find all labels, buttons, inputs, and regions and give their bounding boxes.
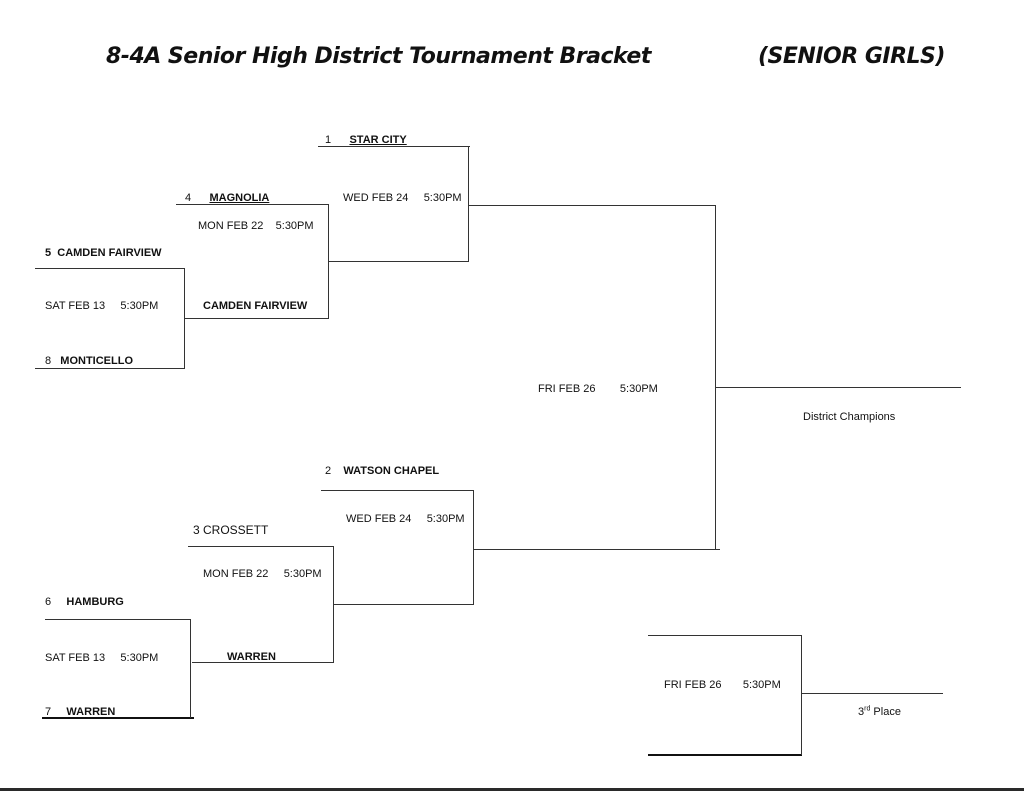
game-date: MON FEB 22 — [203, 568, 269, 580]
r2-upper-advancing-team: CAMDEN FAIRVIEW — [203, 300, 308, 312]
bracket-connector — [468, 146, 469, 262]
bracket-connector — [328, 204, 329, 319]
r1-upper-schedule: SAT FEB 13 5:30PM — [45, 300, 158, 313]
team-name: MONTICELLO — [60, 355, 134, 367]
game-date: WED FEB 24 — [343, 192, 409, 204]
bracket-line — [42, 717, 194, 719]
bracket-line — [321, 490, 474, 491]
r1-upper-bottom-slot: 8 MONTICELLO — [45, 355, 133, 368]
team-name: WATSON CHAPEL — [343, 465, 440, 477]
bracket-line — [329, 261, 469, 262]
seed-number: 7 — [45, 706, 52, 718]
game-date: WED FEB 24 — [346, 513, 412, 525]
bracket-connector — [190, 619, 191, 718]
sf-upper-schedule: WED FEB 24 5:30PM — [343, 192, 462, 205]
team-name: CAMDEN FAIRVIEW — [57, 247, 162, 259]
game-time: 5:30PM — [742, 679, 781, 691]
game-time: 5:30PM — [423, 192, 462, 204]
game-time: 5:30PM — [275, 220, 314, 232]
game-date: MON FEB 22 — [198, 220, 264, 232]
seed-number: 2 — [325, 465, 332, 477]
page-title: 8-4A Senior High District Tournament Bra… — [106, 44, 651, 69]
game-time: 5:30PM — [426, 513, 465, 525]
sf-lower-top-slot: 2 WATSON CHAPEL — [325, 465, 439, 478]
game-date: FRI FEB 26 — [538, 383, 596, 395]
page-bottom-edge — [0, 788, 1024, 791]
seed-number: 4 — [185, 192, 192, 204]
division-label: (SENIOR GIRLS) — [758, 44, 945, 69]
r2-lower-top-slot: 3 CROSSETT — [193, 523, 269, 537]
r1-upper-top-slot: 5 CAMDEN FAIRVIEW — [45, 247, 162, 260]
r2-upper-top-slot: 4 MAGNOLIA — [185, 192, 269, 205]
game-date: SAT FEB 13 — [45, 300, 106, 312]
champion-line — [716, 387, 961, 388]
game-date: FRI FEB 26 — [664, 679, 722, 691]
bracket-connector — [715, 205, 716, 550]
third-place-line — [802, 693, 943, 694]
bracket-line — [648, 635, 802, 636]
r2-upper-schedule: MON FEB 22 5:30PM — [198, 220, 314, 233]
bracket-line — [188, 546, 334, 547]
r1-lower-schedule: SAT FEB 13 5:30PM — [45, 652, 158, 665]
district-champions-label: District Champions — [803, 411, 896, 423]
r1-lower-top-slot: 6 HAMBURG — [45, 596, 124, 609]
bracket-line — [185, 318, 329, 319]
team-name: HAMBURG — [66, 596, 124, 608]
game-time: 5:30PM — [120, 652, 159, 664]
bracket-line — [648, 754, 802, 756]
bracket-line — [176, 204, 329, 205]
bracket-line — [318, 146, 470, 147]
game-time: 5:30PM — [283, 568, 322, 580]
team-name: STAR CITY — [349, 134, 407, 146]
bracket-line — [192, 662, 334, 663]
game-date: SAT FEB 13 — [45, 652, 106, 664]
r2-lower-schedule: MON FEB 22 5:30PM — [203, 568, 322, 581]
third-place-schedule: FRI FEB 26 5:30PM — [664, 679, 781, 692]
team-name: MAGNOLIA — [209, 192, 270, 204]
bracket-connector — [801, 635, 802, 755]
team-name: WARREN — [66, 706, 116, 718]
final-schedule: FRI FEB 26 5:30PM — [538, 383, 658, 396]
bracket-line — [35, 368, 185, 369]
bracket-line — [474, 549, 720, 550]
bracket-line — [45, 619, 191, 620]
seed-number: 8 — [45, 355, 52, 367]
bracket-line — [334, 604, 474, 605]
bracket-line — [35, 268, 185, 269]
seed-number: 6 — [45, 596, 52, 608]
sf-lower-schedule: WED FEB 24 5:30PM — [346, 513, 465, 526]
r2-lower-advancing-team: WARREN — [227, 651, 276, 663]
seed-number: 5 — [45, 247, 52, 259]
bracket-connector — [333, 546, 334, 663]
bracket-connector — [184, 268, 185, 369]
game-time: 5:30PM — [619, 383, 658, 395]
r1-lower-bottom-slot: 7 WARREN — [45, 706, 115, 719]
bracket-connector — [473, 490, 474, 605]
bracket-line — [469, 205, 715, 206]
game-time: 5:30PM — [120, 300, 159, 312]
third-place-label: 3rd Place — [858, 705, 901, 718]
sf-upper-top-slot: 1 STAR CITY — [325, 134, 407, 147]
seed-number: 1 — [325, 134, 332, 146]
